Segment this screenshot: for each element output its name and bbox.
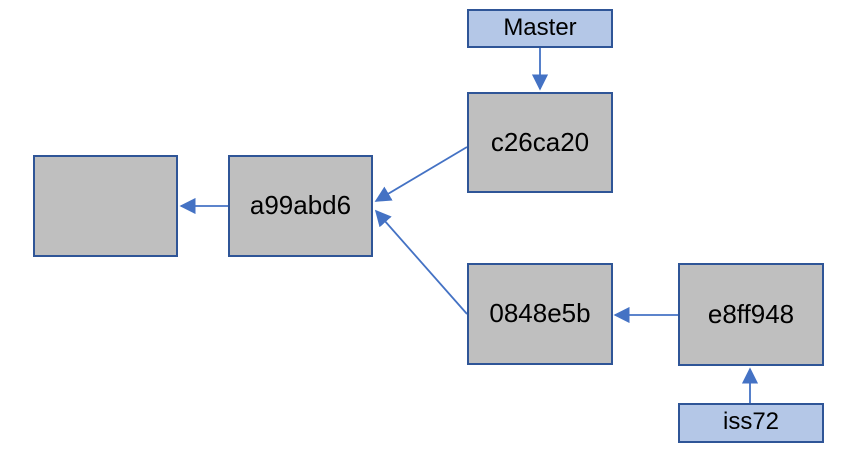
branch-node-iss72: iss72 [678, 403, 824, 443]
branch-label-master: Master [503, 13, 577, 41]
commit-label-e8ff948: e8ff948 [707, 298, 795, 329]
commit-node-e8ff948: e8ff948 [678, 263, 824, 366]
edge-c26ca20-to-a99abd6 [374, 146, 468, 202]
branch-label-iss72: iss72 [722, 408, 780, 435]
commit-label-a99abd6: a99abd6 [249, 190, 352, 220]
commit-node-0848e5b: 0848e5b [467, 263, 613, 365]
commit-label-c26ca20: c26ca20 [490, 126, 590, 157]
commit-node-a99abd6: a99abd6 [228, 155, 373, 257]
branch-node-master: Master [467, 9, 613, 48]
edge-0848e5b-to-a99abd6 [374, 209, 468, 315]
commit-node-root [33, 155, 178, 257]
commit-node-c26ca20: c26ca20 [467, 92, 613, 193]
commit-label-0848e5b: 0848e5b [489, 298, 591, 328]
